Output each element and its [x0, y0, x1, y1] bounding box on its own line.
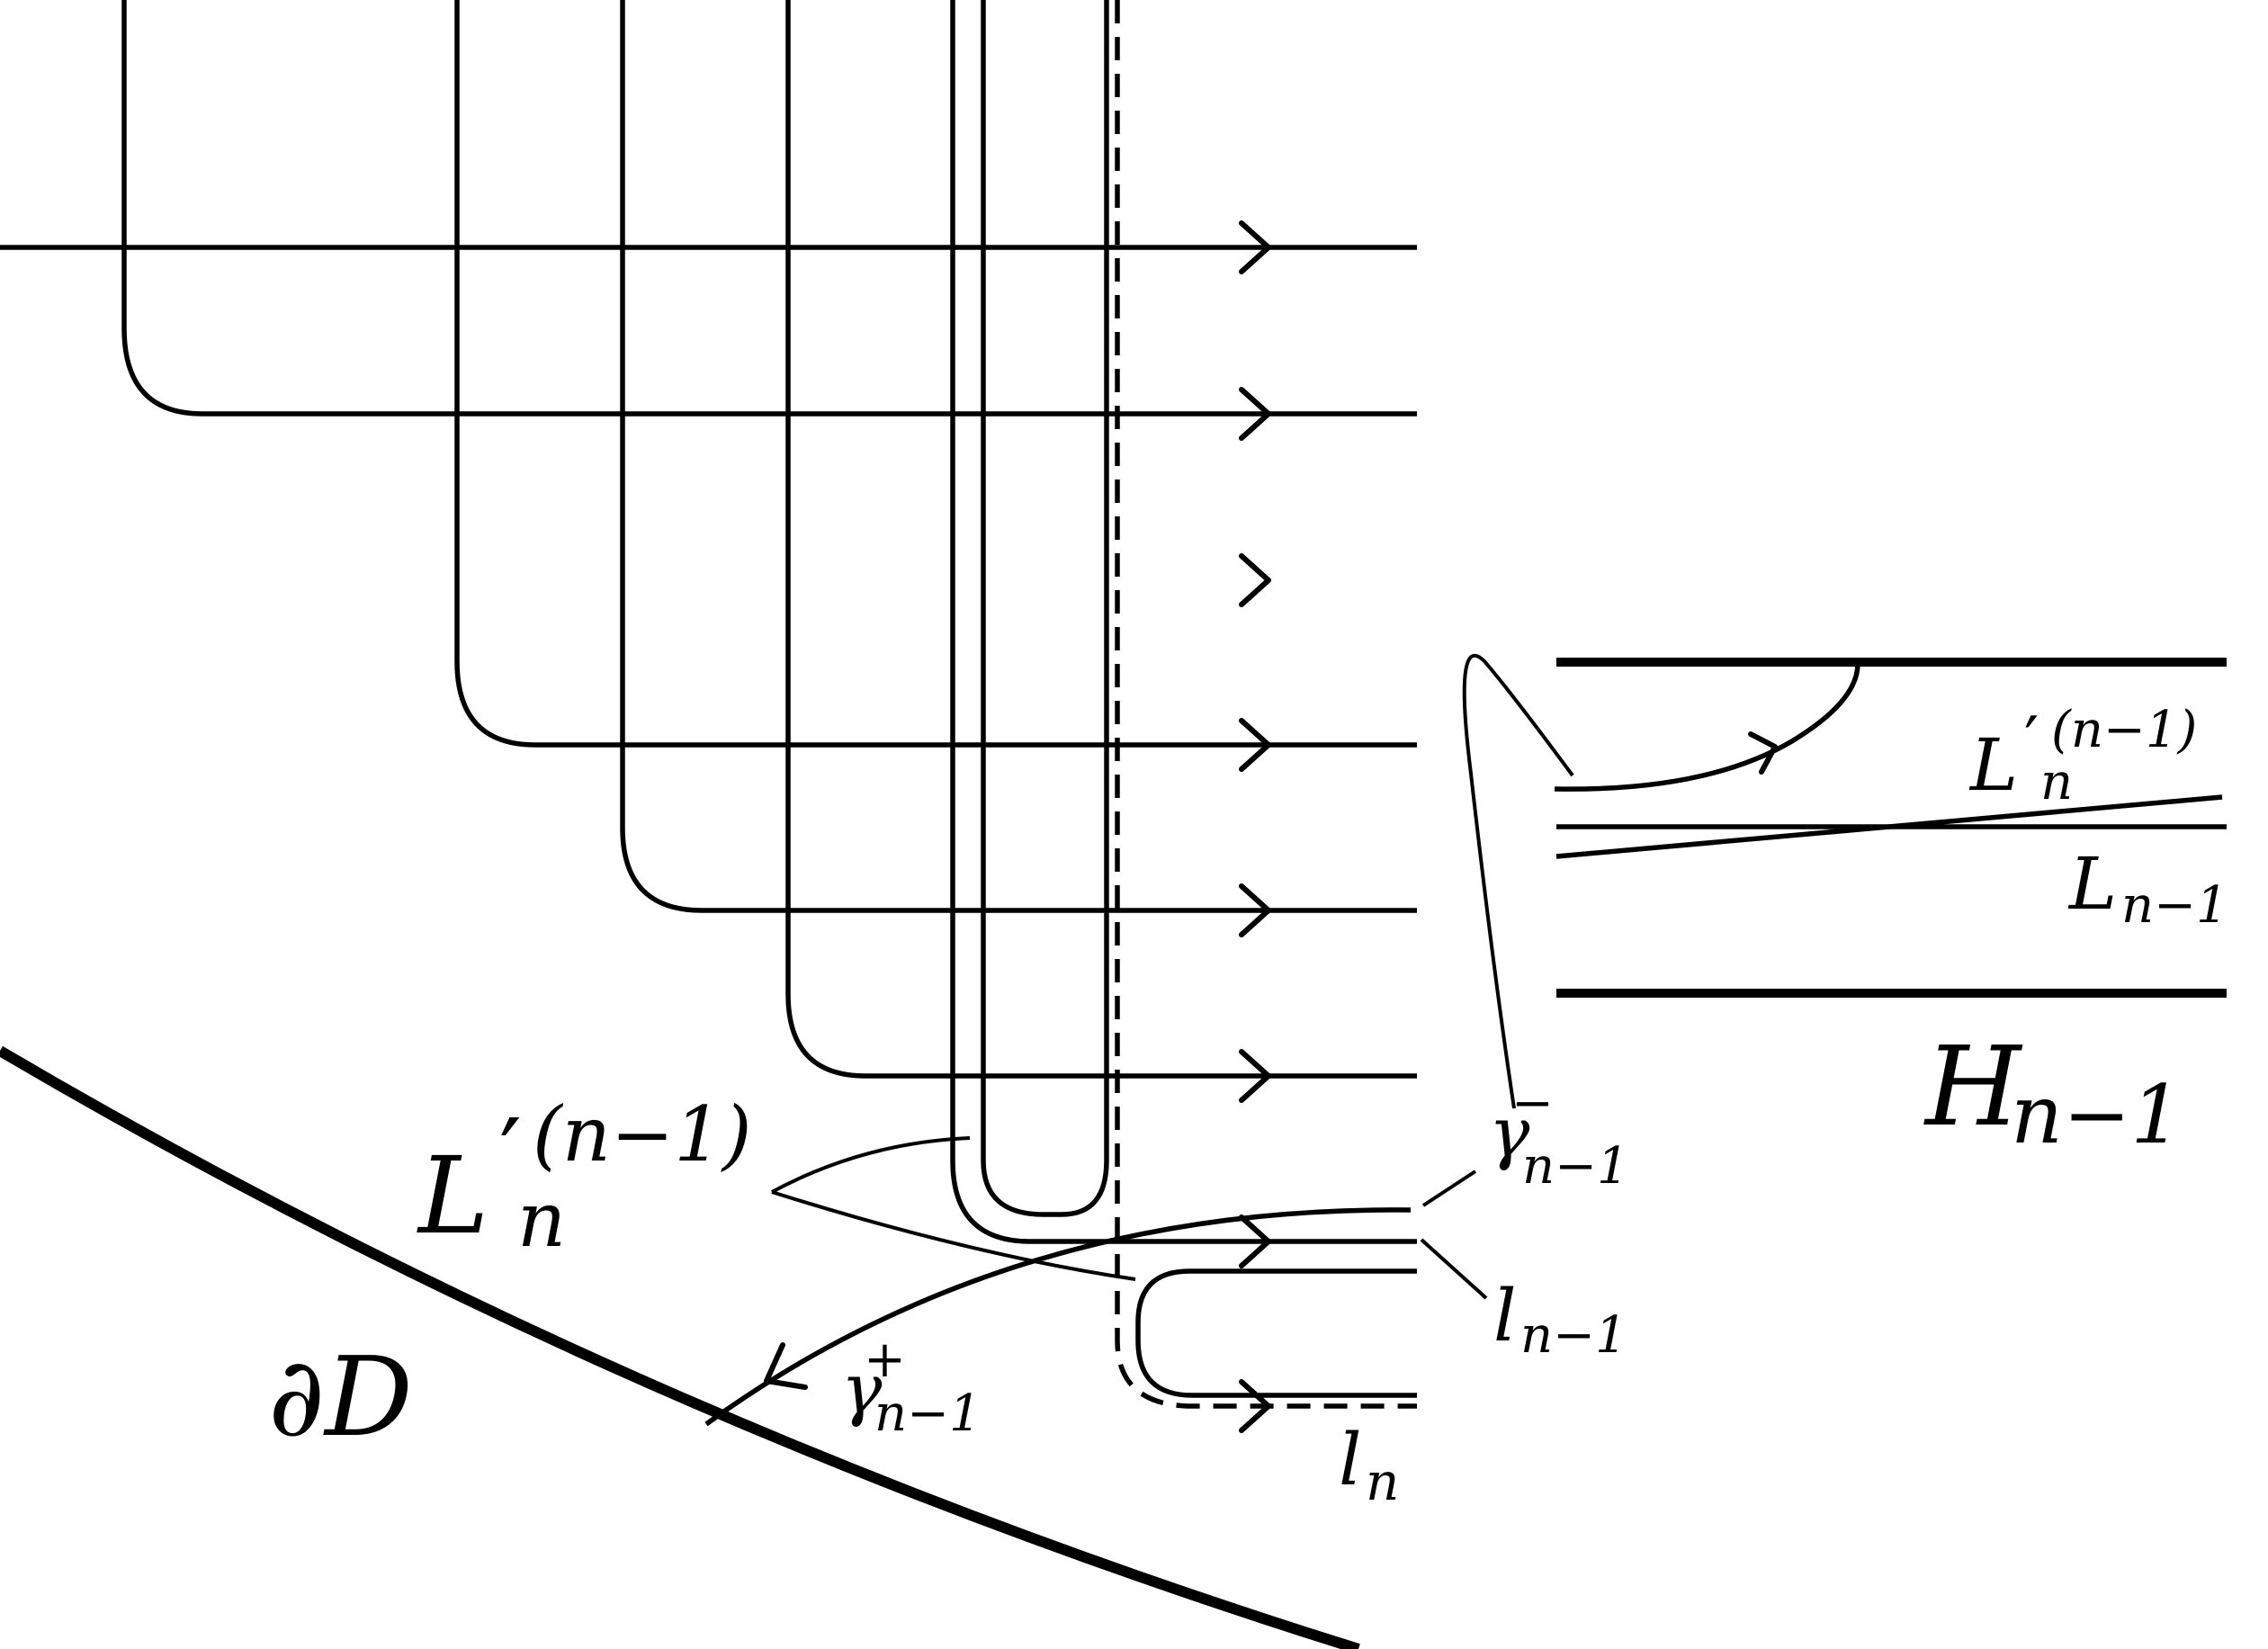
inset-label-Lprime: L′ — [1968, 703, 2039, 807]
label-gamma-plus-sup: + — [864, 1331, 906, 1389]
label-l-nm1-sub: n−1 — [1520, 1306, 1627, 1365]
inset-label-L: L — [2067, 842, 2117, 926]
curve-4 — [785, 0, 1417, 1079]
boundary-curve — [0, 1045, 1360, 1649]
arrowhead-3 — [1239, 553, 1271, 607]
arrowhead-7 — [1239, 1214, 1271, 1268]
label-Lprime-sub: n — [517, 1176, 566, 1264]
label-l-n-sub: n — [1366, 1451, 1399, 1512]
label-gamma-minus-sup: − — [1511, 1074, 1554, 1133]
inset-label-Lprime-sub: n — [2040, 753, 2073, 811]
curve-3 — [620, 0, 1417, 913]
label-boundary: ∂D — [268, 1333, 413, 1461]
label-gamma-minus: γ — [1489, 1092, 1530, 1172]
gamma-arrowhead — [764, 1342, 808, 1390]
label-l-n: l — [1339, 1418, 1362, 1501]
label-gamma-plus: γ — [841, 1349, 883, 1429]
label-l-nm1: l — [1493, 1274, 1517, 1358]
lower-loop — [1135, 1268, 1417, 1398]
inset-gamma-curve — [1554, 663, 1860, 792]
arrowhead-6 — [1239, 1049, 1271, 1103]
arrowhead-8 — [1239, 1379, 1271, 1433]
label-Lprime-sup: (n−1) — [533, 1090, 751, 1178]
inset-label-L-sub: n−1 — [2121, 876, 2228, 935]
loop-inner — [981, 0, 1109, 1217]
loop-outer — [950, 0, 1417, 1244]
inset-label-Lprime-sup: (n−1) — [2051, 701, 2197, 759]
label-gamma-plus-sub: n−1 — [874, 1385, 982, 1443]
inset-gamma-arrowhead — [1748, 731, 1778, 775]
dashed-line-ln — [1115, 0, 1417, 1409]
arrowhead-2 — [1239, 387, 1271, 441]
arrowhead-5 — [1239, 883, 1271, 937]
label-Lprime: L′ — [417, 1098, 522, 1258]
curve-1 — [121, 0, 1417, 417]
leader-to-inset — [1462, 653, 1574, 1109]
arrowhead-1 — [1239, 220, 1271, 274]
inset-label-H-sub: n−1 — [2011, 1068, 2183, 1162]
inset-Lprime-line — [1555, 794, 2223, 859]
label-gamma-minus-sub: n−1 — [1522, 1137, 1629, 1196]
leader-gamma-minus — [1421, 1170, 1477, 1207]
curve-2 — [454, 0, 1417, 748]
leader-l-nm1 — [1420, 1238, 1488, 1300]
leader-Lprime-upper — [771, 1136, 971, 1194]
leader-Lprime-lower — [771, 1190, 1136, 1281]
inset-label-H: H — [1923, 1023, 2023, 1151]
arrowhead-4 — [1239, 718, 1271, 772]
